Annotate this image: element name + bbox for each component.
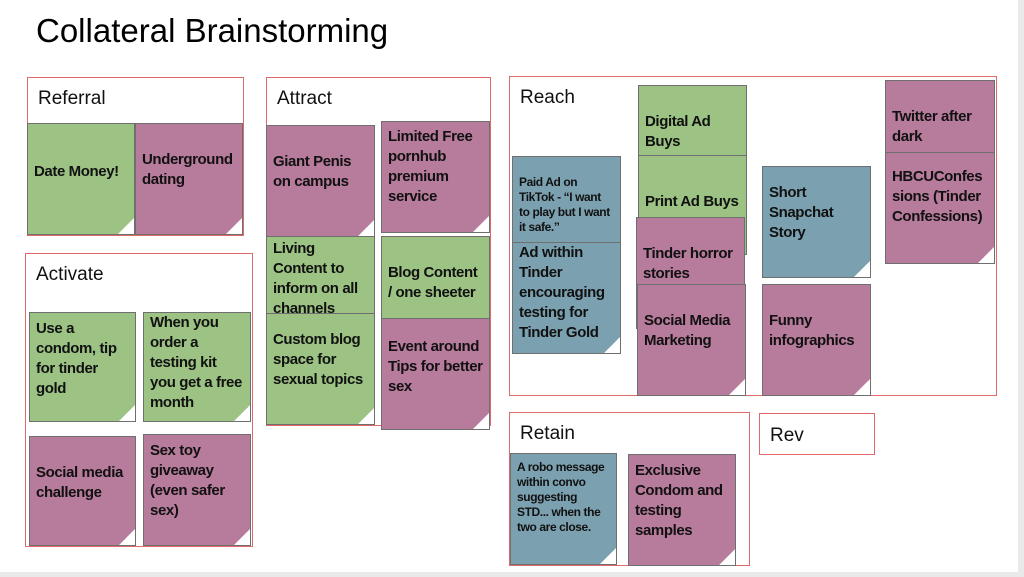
sticky-note[interactable]: Event around Tips for better sex [381,318,490,430]
sticky-note[interactable]: Exclusive Condom and testing samples [628,454,736,566]
page-fold-icon [977,246,994,263]
sticky-note[interactable]: Limited Free pornhub premium service [381,121,490,233]
page-fold-icon [728,378,745,395]
page-fold-icon [472,412,489,429]
section-label: Referral [38,88,106,109]
page-fold-icon [118,528,135,545]
section-label: Retain [520,423,575,444]
sticky-note[interactable]: Social media challenge [29,436,136,546]
section-rev: Rev [759,413,875,455]
sticky-note[interactable]: When you order a testing kit you get a f… [143,312,251,422]
sticky-note[interactable]: Short Snapchat Story [762,166,871,278]
sticky-note[interactable]: Giant Penis on campus [266,125,375,237]
page-fold-icon [853,260,870,277]
sticky-note[interactable]: A robo message within convo suggesting S… [510,453,617,565]
section-label: Rev [770,425,804,446]
page-fold-icon [718,548,735,565]
sticky-note[interactable]: Sex toy giveaway (even safer sex) [143,434,251,546]
sticky-note[interactable]: Use a condom, tip for tinder gold [29,312,136,422]
sticky-note[interactable]: Ad within Tinder encouraging testing for… [512,242,621,354]
section-label: Activate [36,264,104,285]
page-fold-icon [853,378,870,395]
page-fold-icon [357,407,374,424]
slide-title: Collateral Brainstorming [36,12,389,49]
page-fold-icon [472,215,489,232]
section-label: Reach [520,87,575,108]
sticky-note[interactable]: Custom blog space for sexual topics [266,313,375,425]
page-fold-icon [233,528,250,545]
sticky-note[interactable]: HBCUConfessions (Tinder Confessions) [885,152,995,264]
sticky-note[interactable]: Funny infographics [762,284,871,396]
page-fold-icon [599,547,616,564]
sticky-note[interactable]: Date Money! [27,123,135,235]
page-fold-icon [357,219,374,236]
page-fold-icon [117,217,134,234]
sticky-note[interactable]: Underground dating [135,123,243,235]
sticky-note[interactable]: Social Media Marketing [637,284,746,396]
section-label: Attract [277,88,332,109]
page-fold-icon [225,217,242,234]
page-fold-icon [118,404,135,421]
page-fold-icon [603,336,620,353]
page-fold-icon [233,404,250,421]
